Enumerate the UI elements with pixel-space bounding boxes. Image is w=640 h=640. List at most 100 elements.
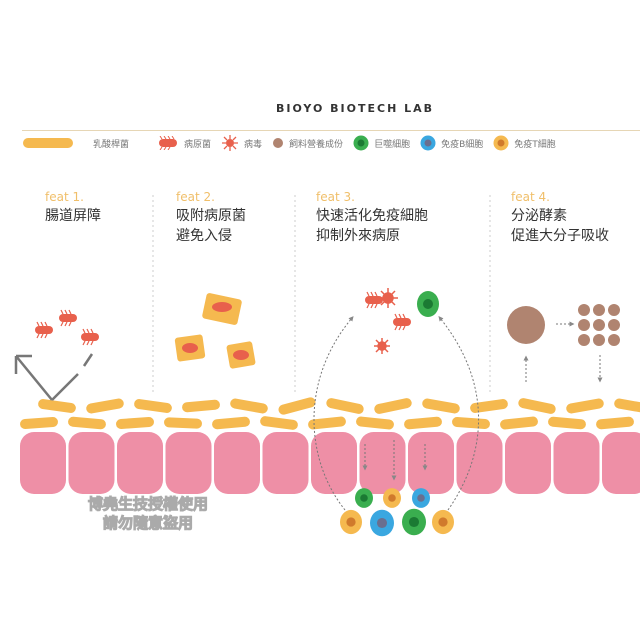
small-molecule — [578, 304, 590, 316]
arrow-up-right-icon — [438, 316, 480, 511]
macromolecule-icon — [507, 306, 545, 344]
lactobacillus — [404, 416, 442, 430]
lactobacillus — [548, 416, 586, 430]
feature-text: 吸附病原菌 — [176, 208, 246, 224]
immune-cells — [340, 488, 454, 537]
feature-text: 避免入侵 — [176, 228, 232, 244]
macrophage — [355, 488, 373, 508]
pathogen-icon — [365, 291, 383, 309]
lactobacillus — [614, 398, 640, 414]
villus — [117, 432, 163, 494]
pathogen-icon — [35, 321, 53, 339]
feature-4: feat 4. 分泌酵素 促進大分子吸收 — [511, 190, 609, 246]
lactobacillus — [452, 417, 490, 429]
legend-item-t-cell: 免疫T細胞 — [493, 135, 556, 151]
legend-item-b-cell: 免疫B細胞 — [420, 135, 483, 151]
legend-label: 免疫T細胞 — [514, 139, 556, 150]
lactobacillus — [116, 417, 154, 429]
feature-text: 促進大分子吸收 — [511, 228, 609, 244]
pathogen-icon — [393, 313, 411, 331]
legend-item-lactobacillus: 乳酸桿菌 — [22, 137, 147, 150]
feature-3: feat 3. 快速活化免疫細胞 抑制外來病原 — [316, 190, 428, 246]
villus — [68, 432, 115, 494]
lactobacillus — [134, 399, 172, 413]
watermark-line: 博堯生技授權使用 — [87, 495, 208, 514]
lactobacillus — [422, 398, 460, 414]
macrophage — [402, 508, 426, 536]
small-molecule — [578, 319, 590, 331]
small-molecule — [593, 319, 605, 331]
pathogen-icon — [81, 328, 99, 346]
feature-2: feat 2. 吸附病原菌 避免入侵 — [176, 190, 246, 246]
villus — [456, 432, 503, 494]
villus — [359, 432, 406, 494]
t-cell — [340, 509, 362, 535]
lactobacillus — [566, 398, 604, 414]
t-cell — [383, 488, 401, 508]
legend-item-nutrient: 飼料營養成份 — [272, 137, 343, 150]
lactobacillus — [86, 398, 124, 414]
column-dividers — [152, 195, 491, 392]
adsorbed-pathogens — [174, 293, 256, 369]
lactobacillus — [470, 399, 508, 413]
feature-text: 分泌酵素 — [511, 208, 567, 224]
legend: 乳酸桿菌 病原菌 病毒 飼料營養成份 巨噬細胞 免疫B細胞 免疫T細胞 — [22, 134, 566, 152]
legend-item-macrophage: 巨噬細胞 — [353, 135, 410, 151]
watermark: 博堯生技授權使用 請勿隨意盜用 — [58, 495, 238, 533]
lactobacillus — [260, 416, 298, 430]
villus — [505, 432, 551, 494]
lactobacillus — [500, 416, 538, 430]
pathogen-icon — [59, 309, 77, 327]
legend-label: 免疫B細胞 — [441, 139, 484, 150]
pathogens — [35, 291, 411, 346]
villus — [214, 432, 260, 494]
virus-icon — [222, 135, 239, 151]
virus-icon — [374, 338, 390, 354]
small-molecule — [593, 304, 605, 316]
lactobacillus-icon — [23, 138, 73, 148]
brand-title: BIOYO BIOTECH LAB — [275, 102, 435, 115]
deflect-arrow-icon — [14, 354, 53, 401]
virus-icon — [378, 288, 398, 308]
lactobacillus — [356, 416, 394, 430]
small-molecule — [608, 334, 620, 346]
t-cell — [432, 509, 454, 535]
small-molecules — [578, 304, 620, 346]
feature-text: 腸道屏障 — [45, 208, 101, 224]
lactobacillus — [518, 398, 556, 414]
villus — [165, 432, 212, 494]
feature-label: feat 3. — [316, 190, 355, 204]
immune-activation-arrows — [313, 316, 480, 511]
b-cell — [412, 488, 430, 508]
incoming-path — [51, 353, 94, 401]
villus — [311, 432, 357, 494]
small-molecule — [608, 304, 620, 316]
feature-label: feat 4. — [511, 190, 550, 204]
pathogen-icon — [159, 136, 178, 150]
lactobacillus — [230, 398, 268, 414]
legend-label: 乳酸桿菌 — [93, 139, 130, 150]
lactobacillus — [38, 399, 76, 413]
feature-1: feat 1. 腸道屏障 — [45, 190, 101, 226]
small-molecule — [593, 334, 605, 346]
nutrient-icon — [273, 138, 284, 148]
lactobacillus — [278, 397, 316, 415]
villus — [602, 432, 640, 494]
watermark-line: 請勿隨意盜用 — [102, 514, 193, 533]
villus — [553, 432, 600, 494]
legend-label: 飼料營養成份 — [289, 139, 344, 150]
arrow-up-left-icon — [313, 316, 354, 511]
lactobacillus — [20, 417, 58, 429]
legend-item-virus: 病毒 — [221, 134, 262, 152]
lactobacillus — [308, 416, 346, 430]
barrier-deflect-arrow — [14, 353, 94, 401]
legend-label: 巨噬細胞 — [374, 139, 411, 150]
lactobacillus — [182, 399, 220, 413]
feature-text: 快速活化免疫細胞 — [316, 208, 428, 224]
feature-label: feat 2. — [176, 190, 215, 204]
small-molecule — [578, 334, 590, 346]
t-cell-icon — [493, 135, 509, 151]
intestinal-villi — [20, 432, 640, 494]
